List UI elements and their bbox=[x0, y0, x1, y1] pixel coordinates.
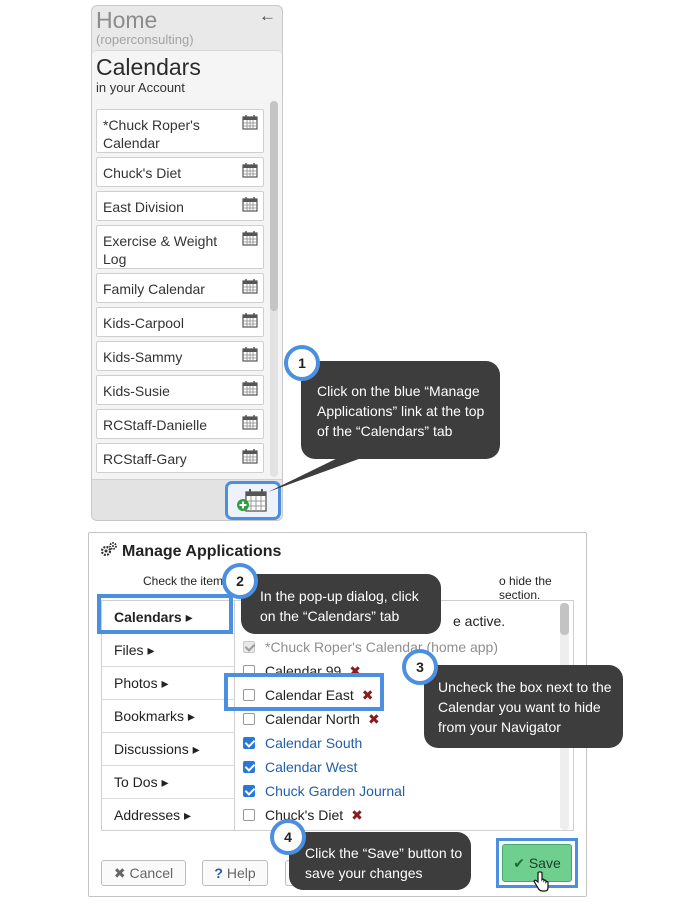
app-row[interactable]: Calendar South bbox=[243, 733, 362, 753]
app-row[interactable]: Calendar East✖ bbox=[243, 685, 373, 705]
sidebar-calendar-item[interactable]: Chuck's Diet bbox=[96, 157, 264, 187]
tab-photos[interactable]: Photos ▸ bbox=[102, 667, 234, 700]
help-icon: ? bbox=[214, 865, 223, 881]
app-row-home-calendar: *Chuck Roper's Calendar (home app) bbox=[243, 637, 498, 657]
remove-icon[interactable]: ✖ bbox=[349, 663, 362, 679]
tab-bookmarks[interactable]: Bookmarks ▸ bbox=[102, 700, 234, 733]
calendar-icon bbox=[242, 231, 258, 246]
calendars-tab-highlight bbox=[97, 594, 233, 634]
app-checkbox[interactable] bbox=[243, 737, 255, 749]
calendar-icon bbox=[242, 415, 258, 430]
callout-text: Click the “Save” button to save your cha… bbox=[305, 845, 463, 881]
save-button-highlight: ✔ Save bbox=[496, 838, 578, 888]
help-button[interactable]: ? Help bbox=[202, 860, 268, 886]
sidebar-calendar-item[interactable]: Kids-Carpool bbox=[96, 307, 264, 337]
panel-scrollbar-thumb[interactable] bbox=[560, 603, 569, 635]
sidebar-calendar-item[interactable]: Kids-Susie bbox=[96, 375, 264, 405]
manage-applications-button[interactable] bbox=[225, 481, 281, 520]
calendar-item-label: *Chuck Roper's Calendar bbox=[103, 117, 200, 151]
gears-icon bbox=[100, 542, 117, 557]
back-arrow-icon[interactable]: ← bbox=[259, 6, 276, 25]
tab-discussions[interactable]: Discussions ▸ bbox=[102, 733, 234, 766]
calendar-east-highlight bbox=[224, 673, 384, 711]
app-row[interactable]: Chuck's Diet✖ bbox=[243, 805, 363, 825]
app-row[interactable]: Calendar West bbox=[243, 757, 357, 777]
calendar-icon bbox=[242, 197, 258, 212]
step-number-badge: 1 bbox=[284, 345, 320, 381]
remove-icon[interactable]: ✖ bbox=[367, 711, 380, 727]
calendar-item-label: Chuck's Diet bbox=[103, 165, 182, 181]
app-checkbox[interactable] bbox=[243, 689, 255, 701]
panel-header-text: e active. bbox=[453, 613, 506, 629]
calendar-item-label: Kids-Sammy bbox=[103, 349, 183, 365]
step-number-badge: 2 bbox=[222, 563, 258, 599]
home-subtitle: (roperconsulting) bbox=[96, 32, 194, 47]
calendar-item-label: Family Calendar bbox=[103, 281, 205, 297]
sidebar-calendar-item[interactable]: East Division bbox=[96, 191, 264, 221]
calendar-icon bbox=[242, 115, 258, 130]
dialog-title-text: Manage Applications bbox=[122, 543, 282, 560]
calendar-icon bbox=[242, 163, 258, 178]
remove-icon[interactable]: ✖ bbox=[361, 687, 374, 703]
app-checkbox[interactable] bbox=[243, 713, 255, 725]
check-icon: ✔ bbox=[513, 855, 525, 871]
sidebar-calendar-item[interactable]: Kids-Sammy bbox=[96, 341, 264, 371]
save-button[interactable]: ✔ Save bbox=[502, 844, 572, 882]
sidebar-calendar-item[interactable]: RCStaff-Gary bbox=[96, 443, 264, 473]
sidebar-calendar-item[interactable]: Family Calendar bbox=[96, 273, 264, 303]
calendar-item-label: Kids-Carpool bbox=[103, 315, 184, 331]
sidebar-scrollbar-thumb[interactable] bbox=[270, 101, 278, 311]
calendar-item-label: RCStaff-Gary bbox=[103, 451, 187, 467]
home-header[interactable]: Home (roperconsulting) bbox=[96, 8, 194, 47]
calendar-item-label: RCStaff-Danielle bbox=[103, 417, 208, 433]
tab-files[interactable]: Files ▸ bbox=[102, 634, 234, 667]
app-row[interactable]: Calendar North✖ bbox=[243, 709, 380, 729]
app-checkbox[interactable] bbox=[243, 785, 255, 797]
calendar-icon bbox=[242, 381, 258, 396]
callout-text: Uncheck the box next to the Calendar you… bbox=[438, 679, 612, 735]
app-checkbox[interactable] bbox=[243, 809, 255, 821]
dialog-title: Manage Applications bbox=[100, 542, 281, 561]
calendars-title: Calendars bbox=[96, 54, 201, 80]
step-number-badge: 3 bbox=[402, 649, 438, 685]
home-title: Home bbox=[96, 7, 158, 33]
callout-step-1: Click on the blue “Manage Applications” … bbox=[301, 361, 500, 459]
calendars-subtitle: in your Account bbox=[96, 80, 185, 95]
sidebar-calendar-item[interactable]: *Chuck Roper's Calendar bbox=[96, 109, 264, 153]
step-number-badge: 4 bbox=[270, 819, 306, 855]
sidebar-scrollbar[interactable] bbox=[270, 101, 278, 477]
calendar-item-label: Kids-Susie bbox=[103, 383, 170, 399]
app-checkbox bbox=[243, 641, 255, 653]
callout-text: Click on the blue “Manage Applications” … bbox=[317, 383, 485, 439]
calendar-item-label: Exercise & Weight Log bbox=[103, 233, 218, 267]
add-calendar-icon bbox=[237, 489, 267, 512]
remove-icon[interactable]: ✖ bbox=[351, 807, 363, 823]
sidebar-calendar-item[interactable]: RCStaff-Danielle bbox=[96, 409, 264, 439]
close-icon: ✖ bbox=[113, 865, 126, 881]
callout-text: In the pop-up dialog, click on the “Cale… bbox=[260, 588, 419, 624]
cancel-button[interactable]: ✖ Cancel bbox=[101, 860, 186, 886]
calendar-list: *Chuck Roper's Calendar Chuck's Diet Eas… bbox=[92, 99, 282, 479]
dialog-instructions-end: o hide the section. bbox=[499, 574, 552, 602]
tab-to-dos[interactable]: To Dos ▸ bbox=[102, 766, 234, 799]
dialog-instructions: Check the item bbox=[143, 574, 224, 588]
callout-step-2: In the pop-up dialog, click on the “Cale… bbox=[241, 574, 441, 634]
callout-step-3: Uncheck the box next to the Calendar you… bbox=[424, 665, 623, 748]
hand-cursor-icon bbox=[533, 871, 549, 892]
calendar-icon bbox=[242, 347, 258, 362]
app-row[interactable]: Chuck Garden Journal bbox=[243, 781, 405, 801]
calendar-item-label: East Division bbox=[103, 199, 184, 215]
sidebar-calendar-item[interactable]: Exercise & Weight Log bbox=[96, 225, 264, 269]
callout-step-4: Click the “Save” button to save your cha… bbox=[289, 832, 471, 890]
calendar-icon bbox=[242, 279, 258, 294]
app-checkbox[interactable] bbox=[243, 761, 255, 773]
application-tabs: Calendars ▸ Files ▸ Photos ▸ Bookmarks ▸… bbox=[101, 600, 235, 831]
calendars-sidebar-panel: Home (roperconsulting) ← Calendars in yo… bbox=[91, 5, 283, 521]
calendar-icon bbox=[242, 313, 258, 328]
calendar-icon bbox=[242, 449, 258, 464]
tab-addresses[interactable]: Addresses ▸ bbox=[114, 807, 192, 823]
calendars-header: Calendars in your Account bbox=[92, 50, 282, 99]
